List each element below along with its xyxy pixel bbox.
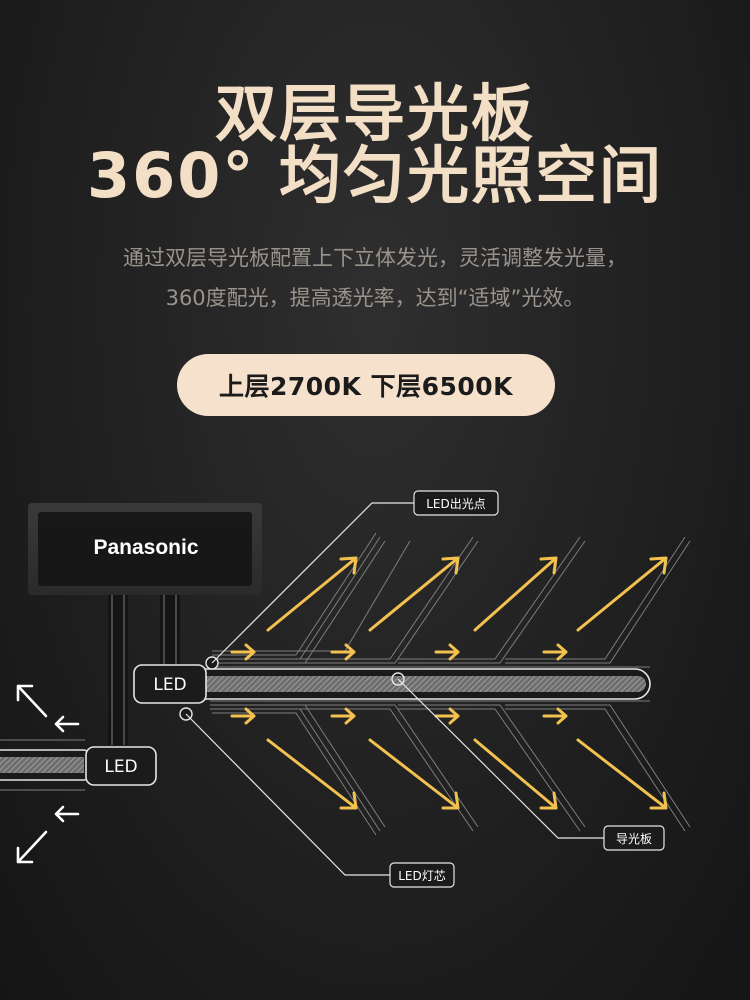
callout-led-point: LED出光点 (413, 490, 499, 516)
callout-led-chip-label: LED灯芯 (398, 869, 446, 883)
lower-light-rays (210, 700, 691, 836)
callout-lines (185, 502, 606, 876)
color-temperature-badge: 上层2700K 下层6500K (177, 354, 555, 416)
led-label-main: LED (153, 675, 186, 695)
brand-box: Panasonic (28, 503, 262, 595)
callout-led-chip: LED灯芯 (389, 862, 455, 888)
side-light-guide: LED (0, 739, 157, 791)
callout-light-guide: 导光板 (603, 825, 665, 851)
led-label-side: LED (104, 757, 137, 777)
upper-arrows (230, 556, 668, 661)
lower-arrows (230, 707, 668, 810)
heading-line-2: 360° 均匀光照空间 (86, 139, 663, 212)
heading-line-1: 双层导光板 (214, 77, 535, 150)
color-temperature-label: 上层2700K 下层6500K (218, 372, 514, 401)
callout-light-guide-label: 导光板 (616, 832, 652, 846)
callout-led-point-label: LED出光点 (426, 497, 486, 511)
light-guide-plate (179, 668, 651, 700)
description-line-1: 通过双层导光板配置上下立体发光，灵活调整发光量， (123, 246, 627, 270)
brand-logo: Panasonic (93, 536, 198, 559)
side-arrows (16, 684, 80, 864)
led-module-main: LED (133, 664, 207, 704)
description-line-2: 360度配光，提高透光率，达到“适域”光效。 (165, 286, 585, 310)
